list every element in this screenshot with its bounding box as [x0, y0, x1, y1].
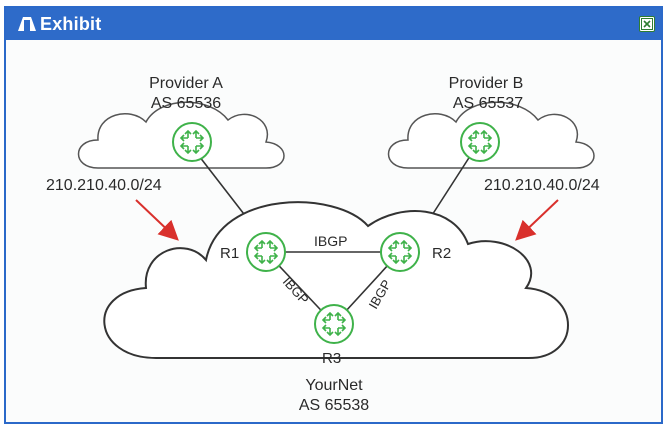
provider-b-router-icon	[460, 122, 500, 162]
provider-a-name: Provider A	[149, 75, 223, 92]
close-button[interactable]	[639, 16, 655, 32]
ibgp-label-r1-r2: IBGP	[314, 233, 347, 249]
exhibit-window: Exhibit	[4, 6, 663, 424]
r3-label: R3	[322, 350, 341, 367]
yournet-as: AS 65538	[299, 397, 369, 414]
yournet-name: YourNet	[305, 377, 363, 394]
provider-a-router-icon	[172, 122, 212, 162]
left-prefix-label: 210.210.40.0/24	[46, 177, 162, 194]
network-diagram: Provider A AS 65536 Provider B AS 65537 …	[46, 75, 600, 414]
provider-b-name: Provider B	[449, 75, 524, 92]
right-prefix-label: 210.210.40.0/24	[484, 177, 600, 194]
window-title: Exhibit	[40, 14, 102, 34]
provider-b-as: AS 65537	[453, 95, 523, 112]
r3-router-icon	[314, 304, 354, 344]
yournet-cloud	[103, 201, 569, 360]
r1-router-icon	[246, 232, 286, 272]
r2-label: R2	[432, 245, 451, 262]
r1-label: R1	[220, 245, 239, 262]
exhibit-icon	[18, 17, 36, 31]
close-icon[interactable]	[641, 18, 653, 30]
left-prefix-arrow	[135, 199, 179, 241]
r2-router-icon	[380, 232, 420, 272]
right-prefix-arrow	[515, 199, 559, 241]
title-bar: Exhibit	[6, 8, 661, 40]
provider-a-as: AS 65536	[151, 95, 221, 112]
